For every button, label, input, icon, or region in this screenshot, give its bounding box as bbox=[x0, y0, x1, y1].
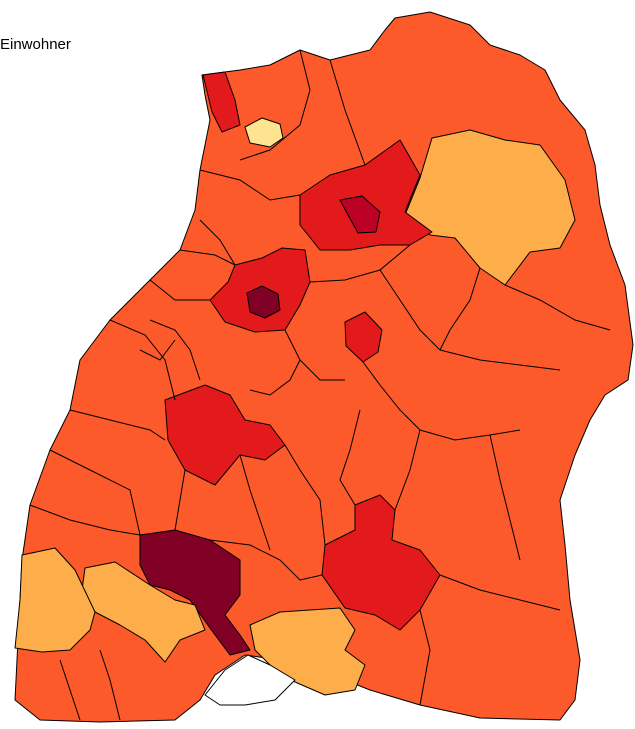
region-breisgau[interactable] bbox=[139, 529, 251, 656]
district-boundaries bbox=[29, 49, 611, 721]
legend-title: Einwohner bbox=[0, 36, 71, 53]
region-karlsruhe-stadt[interactable] bbox=[246, 285, 281, 319]
region-stuttgart[interactable] bbox=[344, 311, 383, 363]
lake-bodensee bbox=[204, 654, 296, 706]
region-heidelberg[interactable] bbox=[244, 117, 284, 148]
region-boeblingen[interactable] bbox=[164, 384, 286, 486]
region-heilbronn-stadt[interactable] bbox=[339, 195, 381, 234]
region-ulm-biberach[interactable] bbox=[321, 494, 441, 631]
region-mannheim[interactable] bbox=[202, 71, 241, 133]
region-loerrach[interactable] bbox=[14, 547, 96, 653]
